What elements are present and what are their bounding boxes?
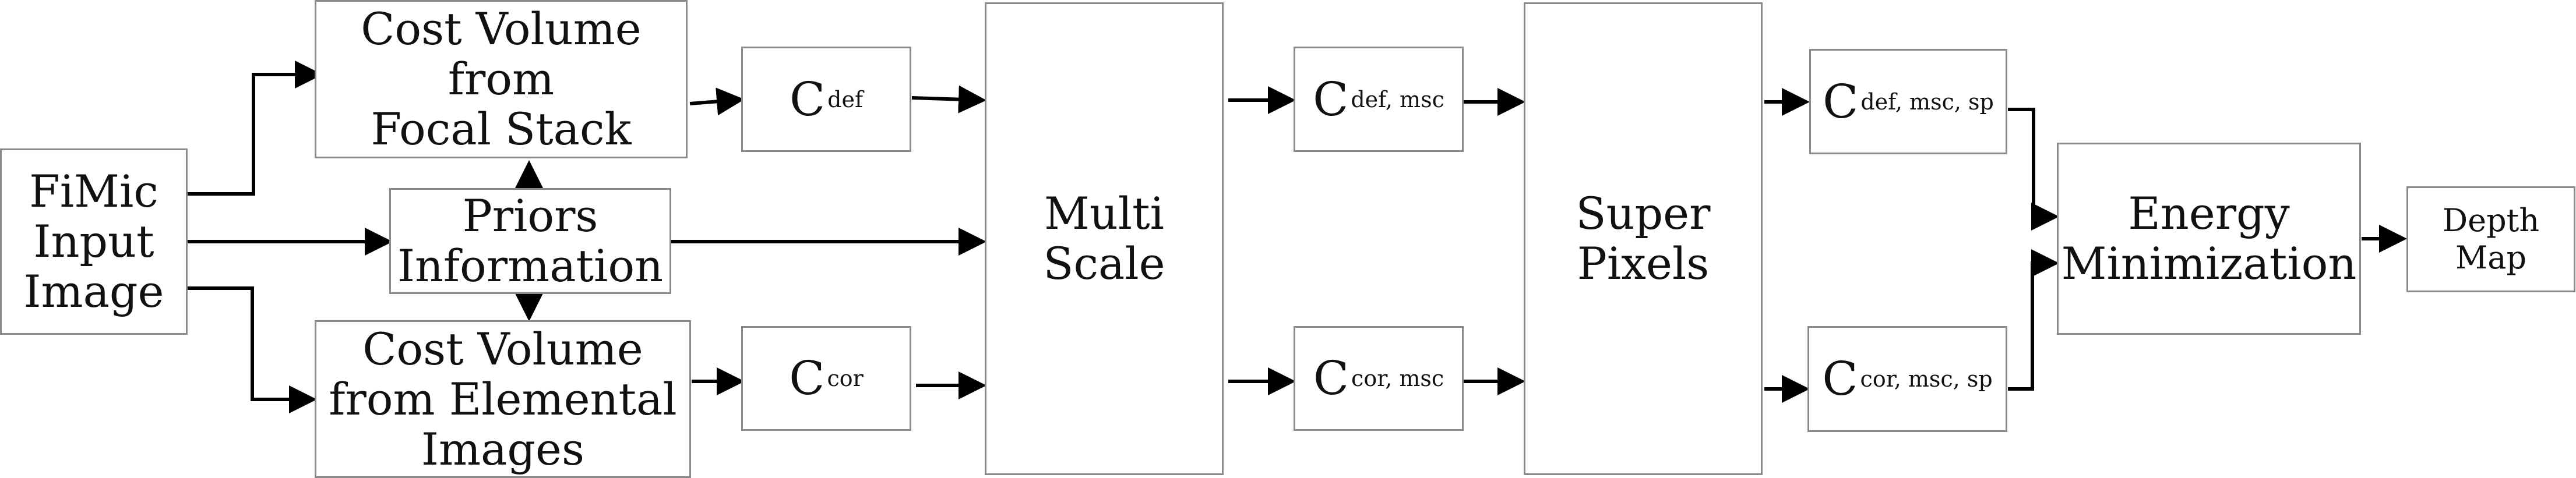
c-def-msc-sub: def, msc — [1351, 86, 1444, 112]
c-cor-sub: cor — [827, 366, 864, 391]
arrow-focal-to-cdef — [689, 87, 745, 116]
c-cor-main: C — [789, 351, 825, 405]
c-def-sub: def — [827, 86, 864, 112]
c-def-msc-sp-sub: def, msc, sp — [1860, 88, 1994, 115]
cost-volume-elemental-images-box: Cost Volume from Elemental Images — [315, 320, 691, 478]
c-def-msc-sp-main: C — [1823, 74, 1859, 129]
energy-minimization-box: Energy Minimization — [2057, 143, 2361, 335]
arrow-cdef-to-multiscale — [911, 85, 986, 114]
multi-scale-box: Multi Scale — [985, 2, 1224, 475]
arrow-cdefmscsp-to-energy — [2008, 108, 2059, 231]
cost-volume-focal-stack-box: Cost Volume from Focal Stack — [315, 0, 688, 158]
priors-information-box: Priors Information — [389, 188, 671, 294]
c-cor-msc-sp-sub: cor, msc, sp — [1860, 366, 1993, 392]
c-cor-msc-sp-main: C — [1822, 352, 1858, 406]
arrow-input-to-focal — [188, 61, 323, 196]
c-cor-msc-main: C — [1313, 351, 1349, 405]
arrow-ccormscsp-to-energy — [2008, 249, 2059, 391]
c-def-msc-main: C — [1313, 72, 1349, 126]
c-cor-msc-sub: cor, msc — [1351, 366, 1444, 391]
input-image-box: FiMic Input Image — [0, 148, 188, 335]
depth-map-box: Depth Map — [2406, 186, 2575, 292]
c-def-main: C — [789, 72, 826, 126]
super-pixels-box: Super Pixels — [1524, 2, 1763, 475]
arrow-input-to-elemental — [188, 286, 317, 413]
